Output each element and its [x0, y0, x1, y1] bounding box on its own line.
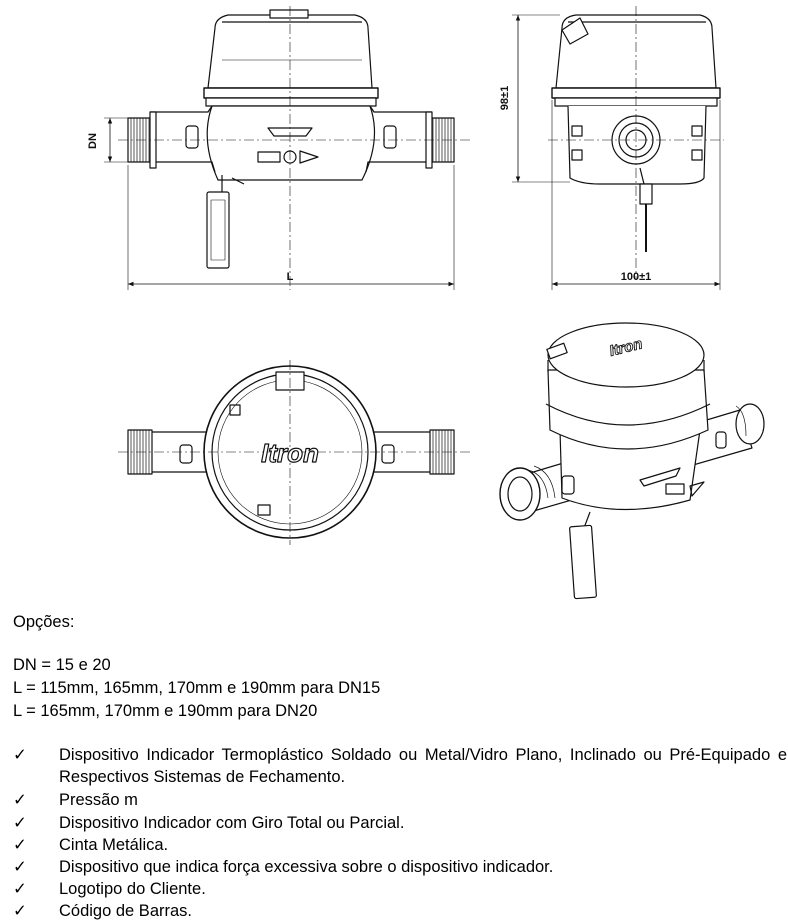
spec-dn: DN = 15 e 20 [13, 656, 111, 674]
feature-text: Logotipo do Cliente. [59, 880, 206, 898]
feature-text: Dispositivo Indicador com Giro Total ou … [59, 814, 405, 832]
side-view: 98±1 100±1 [499, 6, 724, 290]
check-icon: ✓ [13, 836, 27, 854]
dim-width-label: 100±1 [621, 271, 652, 283]
technical-drawings: DN L 98±1 100±1 [87, 6, 765, 600]
check-icon: ✓ [13, 858, 27, 876]
feature-text: Dispositivo que indica força excessiva s… [59, 858, 554, 876]
feature-text: Dispositivo Indicador Termoplástico Sold… [59, 746, 787, 786]
isometric-view: Itron [499, 322, 765, 600]
spec-l-dn20: L = 165mm, 170mm e 190mm para DN20 [13, 702, 318, 720]
check-icon: ✓ [13, 746, 27, 764]
dim-dn-label: DN [87, 133, 99, 149]
check-icon: ✓ [13, 791, 27, 809]
feature-text: Pressão m [59, 791, 138, 809]
options-title: Opções: [13, 613, 75, 631]
feature-text: Código de Barras. [59, 902, 192, 920]
spec-l-dn15: L = 115mm, 165mm, 170mm e 190mm para DN1… [13, 679, 381, 697]
dim-height-label: 98±1 [499, 86, 511, 110]
top-view-logo: Itron [261, 438, 319, 468]
feature-text: Cinta Metálica. [59, 836, 169, 854]
check-icon: ✓ [13, 902, 27, 920]
check-icon: ✓ [13, 814, 27, 832]
dim-l-label: L [287, 271, 294, 283]
top-view: Itron [118, 360, 470, 545]
check-icon: ✓ [13, 880, 27, 898]
front-view: DN L [87, 6, 470, 290]
